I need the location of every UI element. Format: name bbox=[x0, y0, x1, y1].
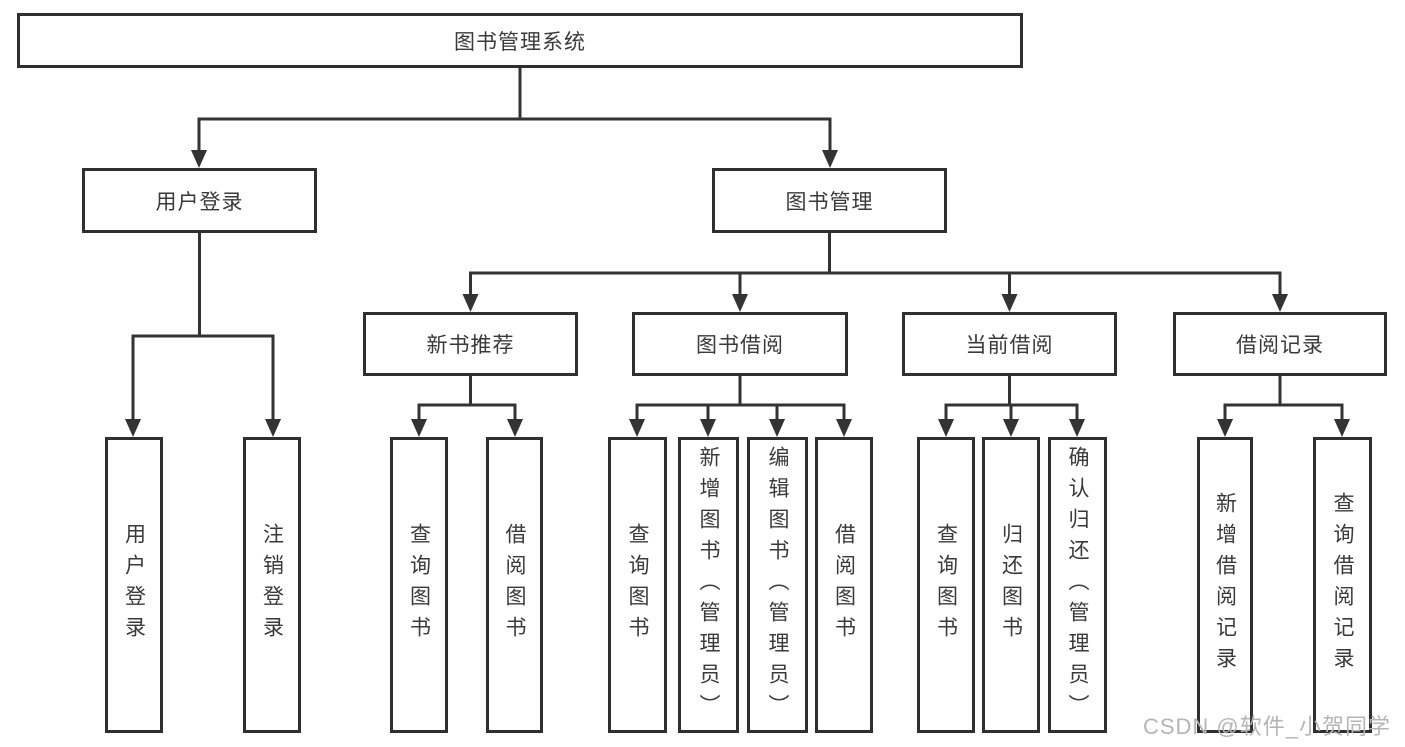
leaf-borrow-books: 借阅图书 bbox=[815, 437, 873, 733]
leaf-query-books-current: 查询图书 bbox=[917, 437, 975, 733]
leaf-label: 查询图书 bbox=[407, 523, 431, 647]
leaf-label: 用户登录 bbox=[122, 523, 146, 647]
leaf-label: 借阅图书 bbox=[503, 523, 526, 647]
node-label: 用户登录 bbox=[155, 190, 244, 214]
leaf-label: 新增图书（管理员） bbox=[697, 445, 720, 725]
leaf-add-borrow-record: 新增借阅记录 bbox=[1197, 437, 1253, 733]
leaf-label: 查询图书 bbox=[934, 523, 958, 647]
leaf-label: 归还图书 bbox=[999, 523, 1023, 647]
node-label: 图书管理系统 bbox=[454, 30, 586, 54]
node-label: 借阅记录 bbox=[1236, 334, 1324, 357]
node-current-borrowing: 当前借阅 bbox=[902, 312, 1117, 376]
leaf-edit-book-admin: 编辑图书（管理员） bbox=[747, 437, 808, 733]
node-label: 图书借阅 bbox=[696, 334, 784, 357]
node-label: 图书管理 bbox=[785, 190, 874, 214]
leaf-logout: 注销登录 bbox=[243, 437, 301, 733]
leaf-label: 编辑图书（管理员） bbox=[766, 445, 789, 725]
node-new-book-recommendation: 新书推荐 bbox=[363, 312, 578, 376]
node-book-borrowing: 图书借阅 bbox=[632, 312, 848, 376]
leaf-query-borrow-record: 查询借阅记录 bbox=[1313, 437, 1372, 733]
leaf-user-login: 用户登录 bbox=[105, 437, 163, 733]
leaf-confirm-return-admin: 确认归还（管理员） bbox=[1048, 437, 1107, 733]
leaf-label: 确认归还（管理员） bbox=[1066, 445, 1089, 725]
leaf-label: 借阅图书 bbox=[832, 523, 856, 647]
leaf-query-books-borrowing: 查询图书 bbox=[608, 437, 667, 733]
node-label: 当前借阅 bbox=[965, 334, 1054, 357]
node-book-management: 图书管理 bbox=[712, 168, 947, 233]
leaf-label: 注销登录 bbox=[260, 523, 284, 647]
node-root-system: 图书管理系统 bbox=[17, 13, 1023, 68]
leaf-label: 新增借阅记录 bbox=[1213, 492, 1237, 678]
leaf-query-books-recommend: 查询图书 bbox=[390, 437, 448, 733]
node-label: 新书推荐 bbox=[426, 334, 515, 357]
leaf-borrow-books-recommend: 借阅图书 bbox=[486, 437, 543, 733]
leaf-label: 查询图书 bbox=[626, 523, 649, 647]
leaf-label: 查询借阅记录 bbox=[1331, 492, 1354, 678]
leaf-return-books: 归还图书 bbox=[982, 437, 1040, 733]
node-borrowing-records: 借阅记录 bbox=[1173, 312, 1387, 376]
leaf-add-book-admin: 新增图书（管理员） bbox=[678, 437, 739, 733]
node-user-login: 用户登录 bbox=[82, 168, 317, 233]
csdn-watermark: CSDN @软件_小贺同学 bbox=[1142, 714, 1391, 739]
